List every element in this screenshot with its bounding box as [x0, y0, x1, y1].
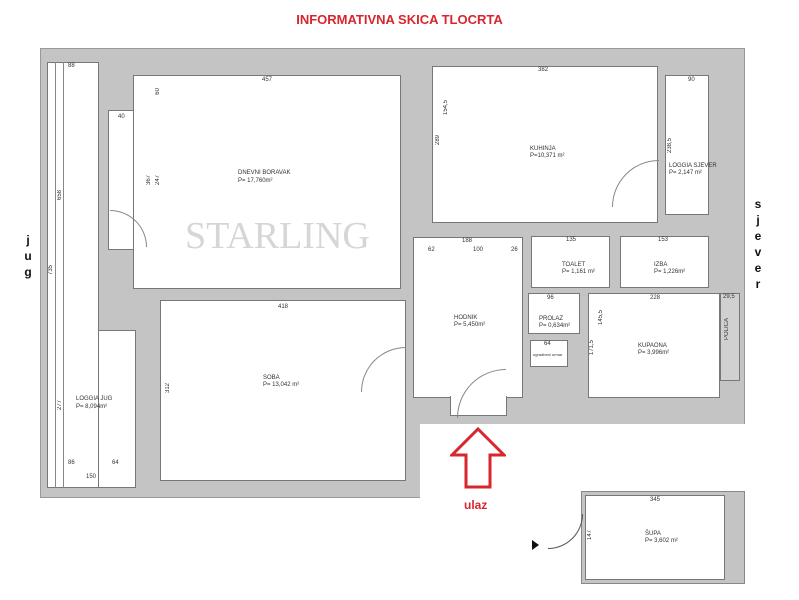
dimension: 171,5	[589, 340, 595, 356]
room-area: P= 3,996m²	[638, 350, 670, 356]
dimension: 86	[68, 460, 75, 466]
room-area: P= 3,602 m²	[645, 538, 678, 544]
dimension-line	[55, 62, 56, 488]
dimension: 96	[547, 295, 554, 301]
room-area: P= 2,147 m²	[669, 170, 702, 176]
door-swing-icon	[548, 514, 583, 549]
dimension: 457	[262, 77, 273, 83]
shelf-polica	[720, 293, 740, 381]
side-letter: u	[24, 249, 32, 263]
dimension: 29,5	[723, 294, 735, 300]
room-name: KUPAONA	[638, 343, 667, 349]
dimension: 88	[68, 63, 75, 69]
room-name: LOGGIA SJEVER	[669, 163, 717, 169]
dimension: 188	[462, 238, 473, 244]
dimension: 153	[658, 237, 669, 243]
room-area: P=10,371 m²	[530, 153, 565, 159]
dimension: 418	[278, 304, 289, 310]
side-letter: j	[26, 233, 30, 247]
side-letter: v	[754, 245, 762, 259]
room-name: SOBA	[263, 375, 280, 381]
dimension: 238,5	[667, 138, 673, 154]
dimension: 277	[57, 400, 63, 411]
dimension: 60	[155, 88, 161, 95]
room-area: P= 0,634m²	[539, 323, 571, 329]
wardrobe-label: ugradbeni ormar	[533, 352, 563, 357]
room-area: P= 8,094m²	[76, 404, 108, 410]
room-area: P= 1,161 m²	[562, 269, 595, 275]
side-letter: g	[24, 265, 32, 279]
dimension: 247	[155, 175, 161, 186]
dimension: 289	[435, 135, 441, 146]
dimension: 135	[566, 237, 577, 243]
room-area: P= 17,760m²	[238, 178, 273, 184]
watermark: STARLING	[185, 215, 370, 257]
dimension: 154,5	[443, 100, 449, 116]
room-name: TOALET	[562, 262, 586, 268]
dimension: 367	[146, 175, 152, 186]
dimension: 658	[57, 190, 63, 201]
dimension-line	[63, 62, 64, 488]
dimension: 735	[48, 265, 54, 276]
room-area: P= 1,226m²	[654, 269, 686, 275]
dimension: 147	[587, 530, 593, 541]
room-name: IZBA	[654, 262, 668, 268]
entrance-label: ulaz	[464, 498, 488, 512]
room-prolaz	[528, 293, 580, 334]
dimension: 150	[86, 474, 97, 480]
side-letter: s	[754, 197, 762, 211]
dimension: 64	[544, 341, 551, 347]
entrance-arrow-icon	[450, 427, 506, 489]
room-name: HODNIK	[454, 315, 478, 321]
dimension: 26	[511, 247, 518, 253]
room-kupaona	[588, 293, 720, 398]
side-letter: e	[754, 229, 762, 243]
side-letter: j	[756, 213, 760, 227]
entry-marker-icon	[532, 540, 539, 550]
dimension: 64	[112, 460, 119, 466]
room-loggia-sjever	[665, 75, 709, 215]
dimension: 228	[650, 295, 661, 301]
room-area: P= 13,042 m²	[263, 382, 300, 388]
side-letter: e	[754, 261, 762, 275]
room-name: KUHINJA	[530, 146, 556, 152]
dimension: 62	[428, 247, 435, 253]
room-supa	[585, 495, 725, 580]
room-name: LOGGIA JUG	[76, 396, 113, 402]
room-name: ŠUPA	[645, 531, 661, 537]
page-title: INFORMATIVNA SKICA TLOCRTA	[296, 12, 503, 27]
room-area: P= 5,450m²	[454, 322, 486, 328]
dimension: 345	[650, 497, 661, 503]
room-izba	[620, 236, 709, 288]
room-name: DNEVNI BORAVAK	[238, 170, 291, 176]
room-name: PROLAZ	[539, 316, 564, 322]
dimension: 90	[688, 77, 695, 83]
side-letter: r	[755, 277, 761, 291]
dimension: 312	[165, 383, 171, 394]
room-loggia-jug-ext	[99, 330, 136, 488]
shelf-label: POLICA	[724, 318, 730, 341]
dimension: 40	[118, 114, 125, 120]
dimension: 100	[473, 247, 484, 253]
dimension: 145,5	[598, 310, 604, 326]
room-dnevni-boravak	[133, 75, 401, 289]
built-in-wardrobe	[530, 340, 568, 367]
room-toalet	[531, 236, 610, 288]
dimension: 382	[538, 67, 549, 73]
